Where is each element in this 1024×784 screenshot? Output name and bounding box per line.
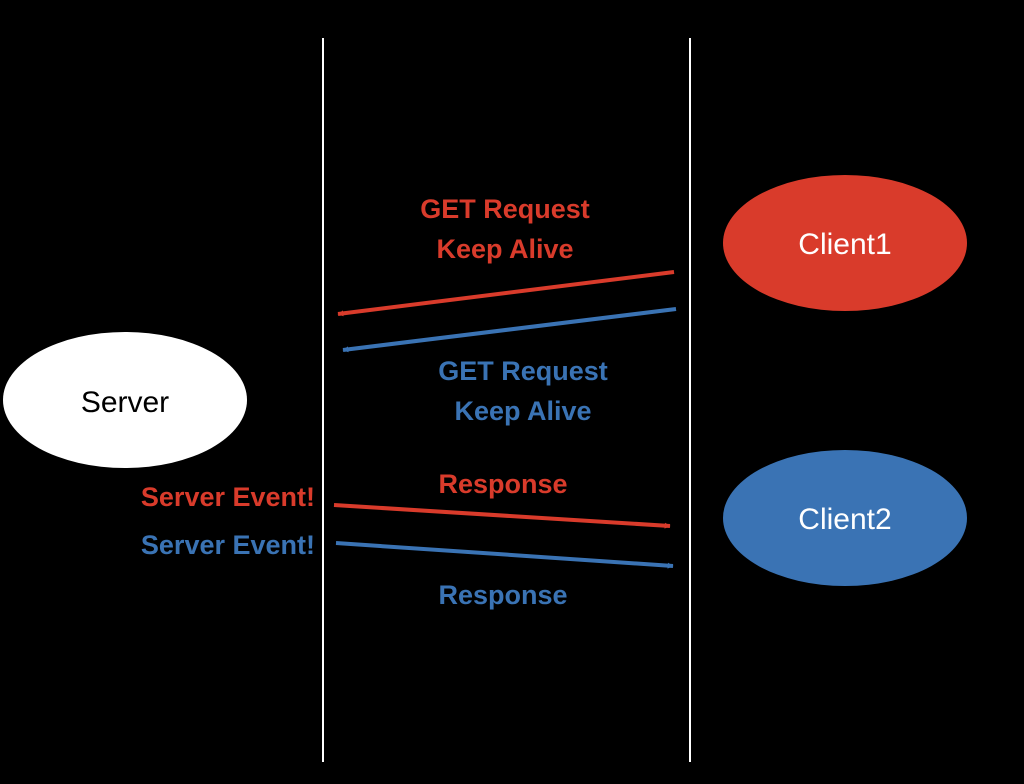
red-response-arrow [333, 503, 671, 529]
blue-request-arrow [342, 307, 677, 353]
client1-ellipse [723, 175, 967, 311]
server-label: Server [81, 386, 169, 419]
client2-ellipse [723, 450, 967, 586]
client1-label: Client1 [798, 228, 891, 261]
server-node: Server [3, 332, 247, 468]
blue-response-label: Response [438, 580, 567, 610]
red-request-arrow [337, 270, 675, 317]
blue-request-label-line2: Keep Alive [454, 396, 591, 426]
red-request-label-line1: GET Request [420, 194, 590, 224]
red-request-label-line2: Keep Alive [436, 234, 573, 264]
blue-server-event-label: Server Event! [141, 530, 315, 560]
client1-node: Client1 [723, 175, 967, 311]
blue-response-arrow [335, 541, 674, 569]
red-server-event-label: Server Event! [141, 482, 315, 512]
server-ellipse [3, 332, 247, 468]
blue-request-label-line1: GET Request [438, 356, 608, 386]
red-response-label: Response [438, 469, 567, 499]
client2-label: Client2 [798, 503, 891, 536]
client2-node: Client2 [723, 450, 967, 586]
